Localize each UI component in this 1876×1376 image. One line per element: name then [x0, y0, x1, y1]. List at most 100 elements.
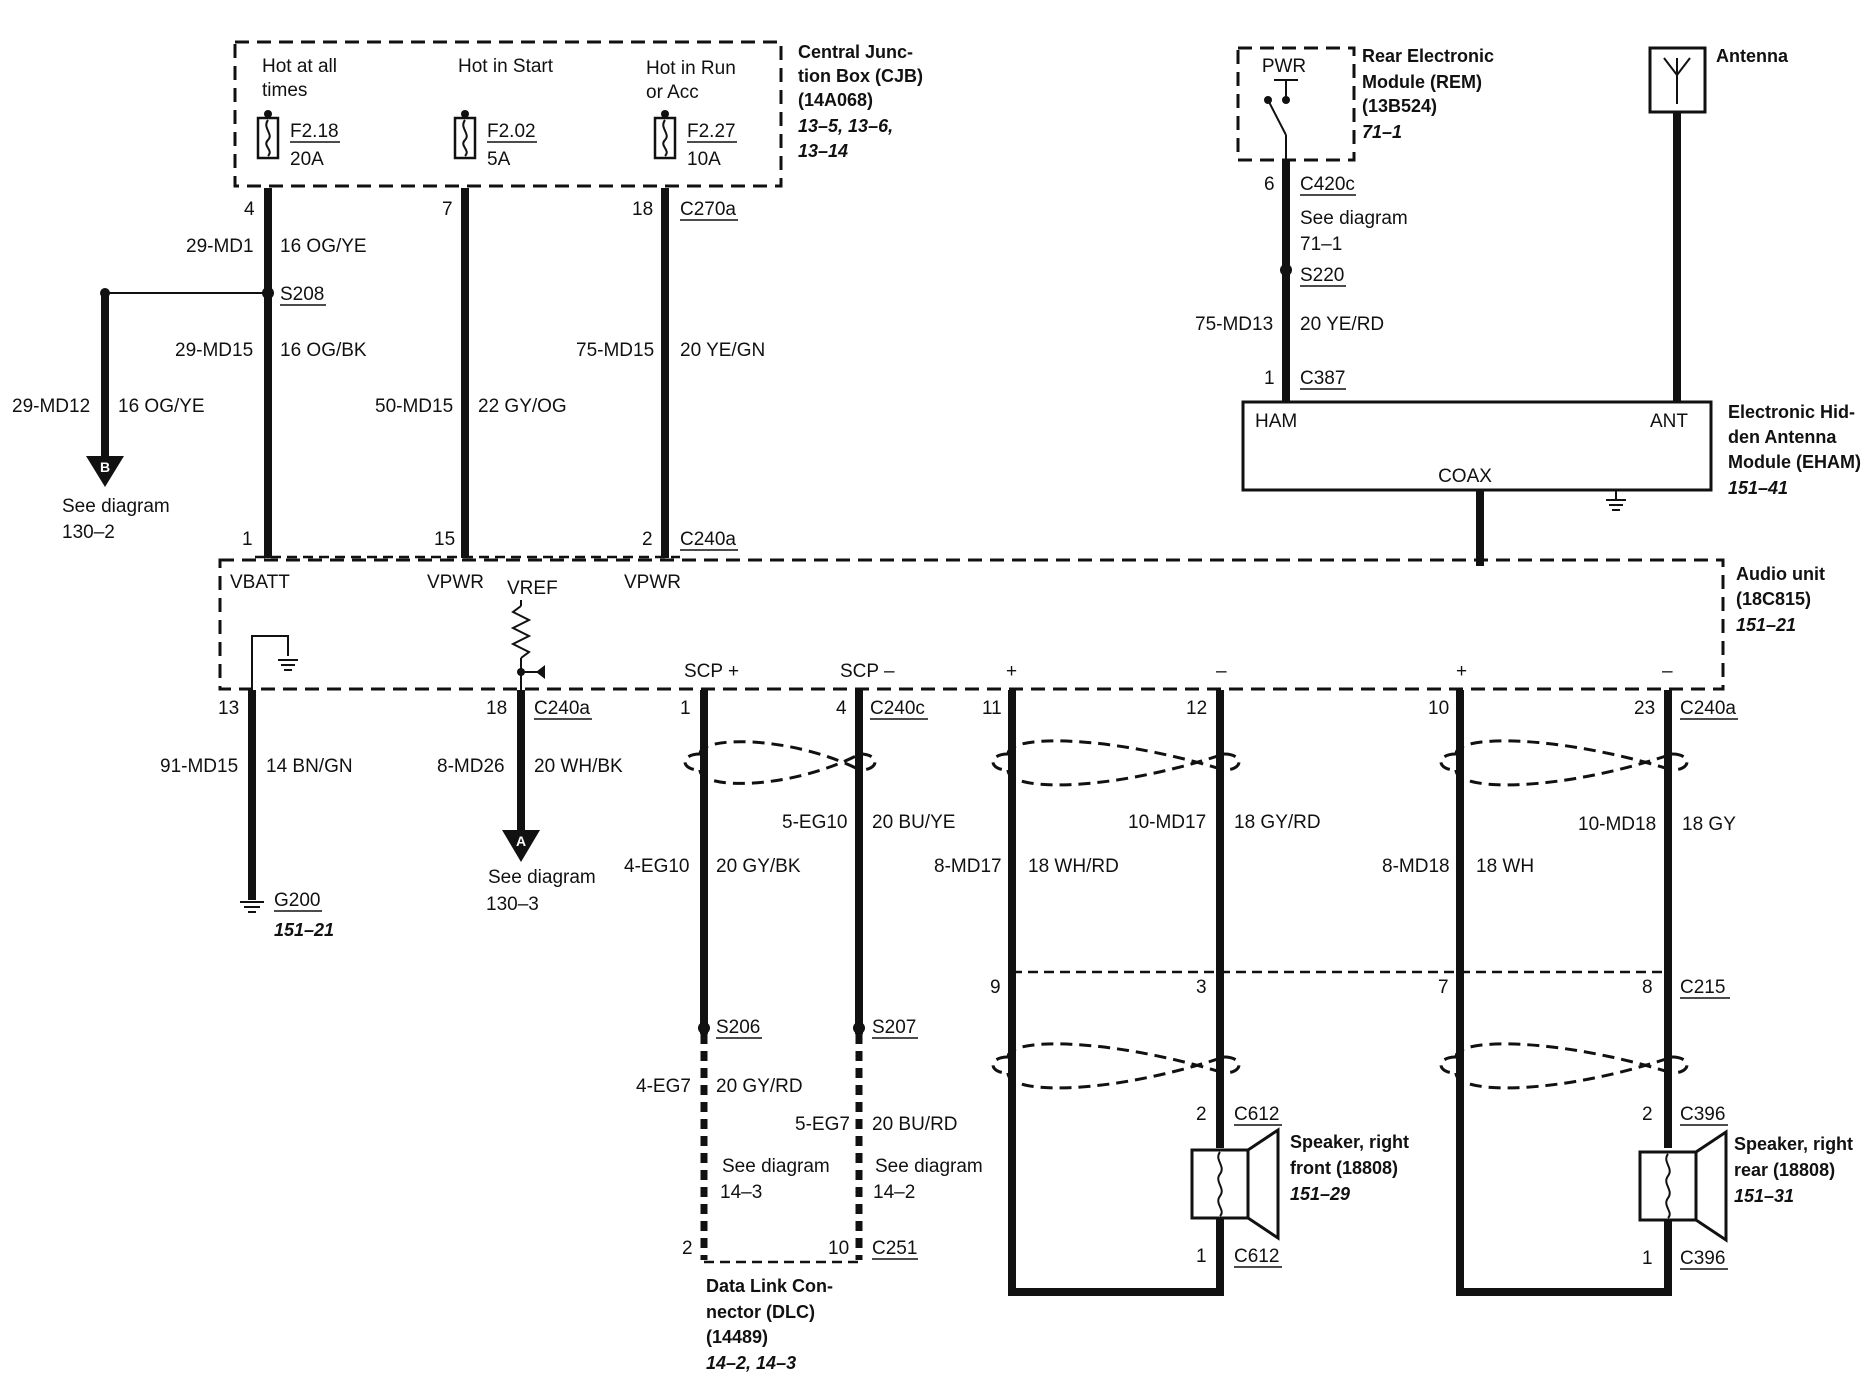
connector-c396-bottom: C396 [1680, 1248, 1725, 1269]
splice-s220-dot [1280, 264, 1292, 276]
audio-vpwr-1: VPWR [427, 572, 484, 593]
connector-c420c: C420c [1300, 174, 1355, 195]
fuse3-terminal [661, 110, 669, 118]
pin-13: 13 [218, 698, 239, 719]
ground-circuit: 91-MD15 [160, 756, 238, 777]
dlc-wplus2-color: 20 GY/RD [716, 1076, 803, 1097]
speaker-rear-icon [1638, 1129, 1728, 1243]
speaker-front-icon [1190, 1127, 1280, 1241]
audio-ref: 151–21 [1736, 615, 1796, 635]
connector-c251: C251 [872, 1238, 917, 1259]
audio-vref: VREF [507, 578, 558, 599]
dlc-see1: See diagram [722, 1156, 830, 1177]
eham-ham: HAM [1255, 411, 1297, 432]
cjb-col1-label: Hot at all [262, 56, 337, 77]
ground-g200-icon [240, 901, 264, 913]
fuse1-terminal [264, 110, 272, 118]
rear-pin-23: 23 [1634, 698, 1655, 719]
front-pos-circuit: 8-MD17 [934, 856, 1002, 877]
audio-title: Audio unit [1736, 564, 1825, 584]
cjb-ref: 13–5, 13–6, [798, 116, 893, 136]
rem-title-2: Module (REM) [1362, 72, 1482, 92]
eham-ref: 151–41 [1728, 478, 1788, 498]
cjb-col1-label-2: times [262, 80, 307, 101]
cjb-col2-label: Hot in Start [458, 56, 554, 77]
dlc-title-2: nector (DLC) [706, 1302, 815, 1322]
vref-color: 20 WH/BK [534, 756, 623, 777]
antenna: Antenna [1648, 46, 1789, 402]
front-pin-9: 9 [990, 977, 1001, 998]
vref-circuit: 8-MD26 [437, 756, 505, 777]
dlc-pin-1: 1 [680, 698, 691, 719]
cjb-box [233, 40, 783, 188]
w1-color: 16 OG/YE [280, 236, 367, 257]
branch-circuit: 29-MD12 [12, 396, 90, 417]
splice-s206: S206 [716, 1017, 760, 1038]
rem-title-3: (13B524) [1362, 96, 1437, 116]
eham-module: HAM ANT COAX Electronic Hid- den Antenna… [1241, 400, 1861, 566]
audio-minus-1: – [1216, 661, 1227, 682]
vref-arrow [502, 830, 540, 862]
ground-color: 14 BN/GN [266, 756, 353, 777]
dlc-wplus2-circuit: 4-EG7 [636, 1076, 691, 1097]
audio-plus-2: + [1456, 661, 1467, 682]
twisted-pair-rear-lower [1439, 1042, 1689, 1090]
front-speaker-title-2: front (18808) [1290, 1158, 1398, 1178]
connector-c612-bottom: C612 [1234, 1246, 1279, 1267]
connector-c215: C215 [1680, 977, 1725, 998]
w3-color: 20 YE/GN [680, 340, 765, 361]
front-neg-color: 18 GY/RD [1234, 812, 1321, 833]
front-pin-1: 1 [1196, 1246, 1207, 1267]
fuse1-body [256, 116, 280, 160]
eham-box [1241, 400, 1713, 492]
rem-pin-1: 1 [1264, 368, 1275, 389]
connector-c240a-top: C240a [680, 529, 736, 550]
front-pin-2: 2 [1196, 1104, 1207, 1125]
dlc-see2: See diagram [875, 1156, 983, 1177]
w1b-color: 16 OG/BK [280, 340, 367, 361]
eham-ant: ANT [1650, 411, 1688, 432]
dlc-ref: 14–2, 14–3 [706, 1353, 796, 1373]
rear-pos-circuit: 8-MD18 [1382, 856, 1450, 877]
dlc-see1-ref: 14–3 [720, 1182, 762, 1203]
splice-s207-dot [853, 1022, 865, 1034]
audio-internal-ground-icon [251, 635, 298, 690]
dlc-pin-10: 10 [828, 1238, 849, 1259]
dlc-see2-ref: 14–2 [873, 1182, 915, 1203]
rem-ref: 71–1 [1362, 122, 1402, 142]
fuse1-element [265, 119, 271, 157]
audio-vpwr-2: VPWR [624, 572, 681, 593]
audio-unit: VBATT VPWR VPWR VREF SCP + SCP – + – + –… [218, 558, 1825, 691]
fuse2-body [453, 116, 477, 160]
dlc-wplus-circuit: 4-EG10 [624, 856, 689, 877]
connector-c387: C387 [1300, 368, 1345, 389]
rem-circuit: 75-MD13 [1195, 314, 1273, 335]
eham-title: Electronic Hid- [1728, 402, 1855, 422]
audio-title-2: (18C815) [1736, 589, 1811, 609]
pin-2: 2 [642, 529, 653, 550]
vref-marker: A [516, 833, 526, 849]
vref-resistor-icon [510, 600, 545, 690]
front-pos-color: 18 WH/RD [1028, 856, 1119, 877]
splice-s208: S208 [280, 284, 324, 305]
branch-see-diagram: See diagram [62, 496, 170, 517]
rear-speaker-ref: 151–31 [1734, 1186, 1794, 1206]
vref-see-diagram-ref: 130–3 [486, 894, 539, 915]
audio-scp-plus: SCP + [684, 661, 739, 682]
fuse3-element [662, 119, 668, 157]
rem-switch-arm [1267, 99, 1287, 136]
rem-pin-6: 6 [1264, 174, 1275, 195]
twisted-pair-front-upper [991, 739, 1241, 787]
front-pin-12: 12 [1186, 698, 1207, 719]
front-pin-3: 3 [1196, 977, 1207, 998]
dlc-wminus2-color: 20 BU/RD [872, 1114, 958, 1135]
ground-ref: 151–21 [274, 920, 334, 940]
rear-neg-circuit: 10-MD18 [1578, 814, 1656, 835]
rear-speaker-title-2: rear (18808) [1734, 1160, 1835, 1180]
dlc-wminus2-circuit: 5-EG7 [795, 1114, 850, 1135]
splice-s206-dot [698, 1022, 710, 1034]
w3-circuit: 75-MD15 [576, 340, 654, 361]
rear-neg-color: 18 GY [1682, 814, 1736, 835]
fuse2-amp: 5A [487, 149, 511, 170]
